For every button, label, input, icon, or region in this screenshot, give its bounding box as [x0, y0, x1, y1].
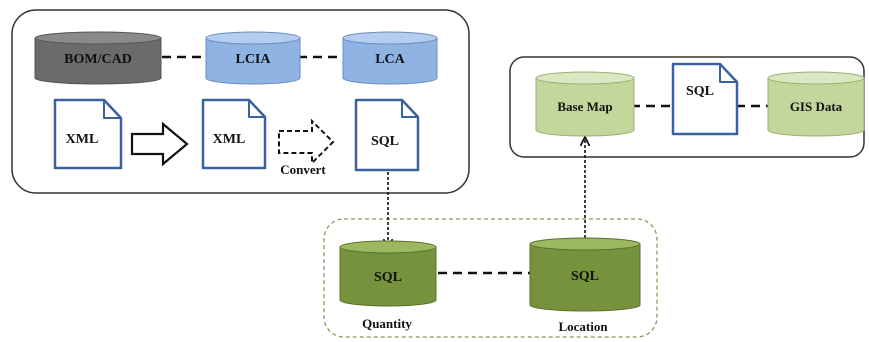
quantity-sql-label: SQL	[374, 270, 402, 285]
quantity-caption: Quantity	[362, 316, 412, 331]
gis-data-database: GIS Data	[767, 71, 865, 137]
lca-label: LCA	[375, 52, 405, 67]
gis-data-label: GIS Data	[790, 99, 843, 114]
xml-source-label: XML	[66, 132, 99, 147]
transform-arrow-icon	[130, 121, 189, 167]
convert-label: Convert	[280, 162, 326, 177]
location-sql-database: SQL	[529, 237, 641, 312]
xml-target-label: XML	[213, 132, 246, 147]
bom-cad-label: BOM/CAD	[64, 52, 132, 67]
location-sql-label: SQL	[571, 269, 599, 284]
lcia-label: LCIA	[235, 52, 271, 67]
sql-output-document-icon: SQL	[354, 98, 420, 172]
sql-output-label: SQL	[371, 134, 399, 149]
lca-database: LCA	[342, 31, 438, 85]
bom-cad-database: BOM/CAD	[34, 31, 162, 85]
sql-gis-document-icon: SQL	[671, 62, 739, 136]
convert-arrow-icon	[278, 118, 335, 166]
sql-gis-label: SQL	[686, 84, 714, 99]
location-caption: Location	[558, 319, 608, 334]
quantity-sql-database: SQL	[339, 240, 437, 307]
base-map-database: Base Map	[535, 71, 635, 137]
xml-source-document-icon: XML	[53, 98, 123, 170]
lcia-database: LCIA	[205, 31, 301, 85]
xml-target-document-icon: XML	[201, 98, 267, 170]
base-map-label: Base Map	[557, 99, 612, 114]
